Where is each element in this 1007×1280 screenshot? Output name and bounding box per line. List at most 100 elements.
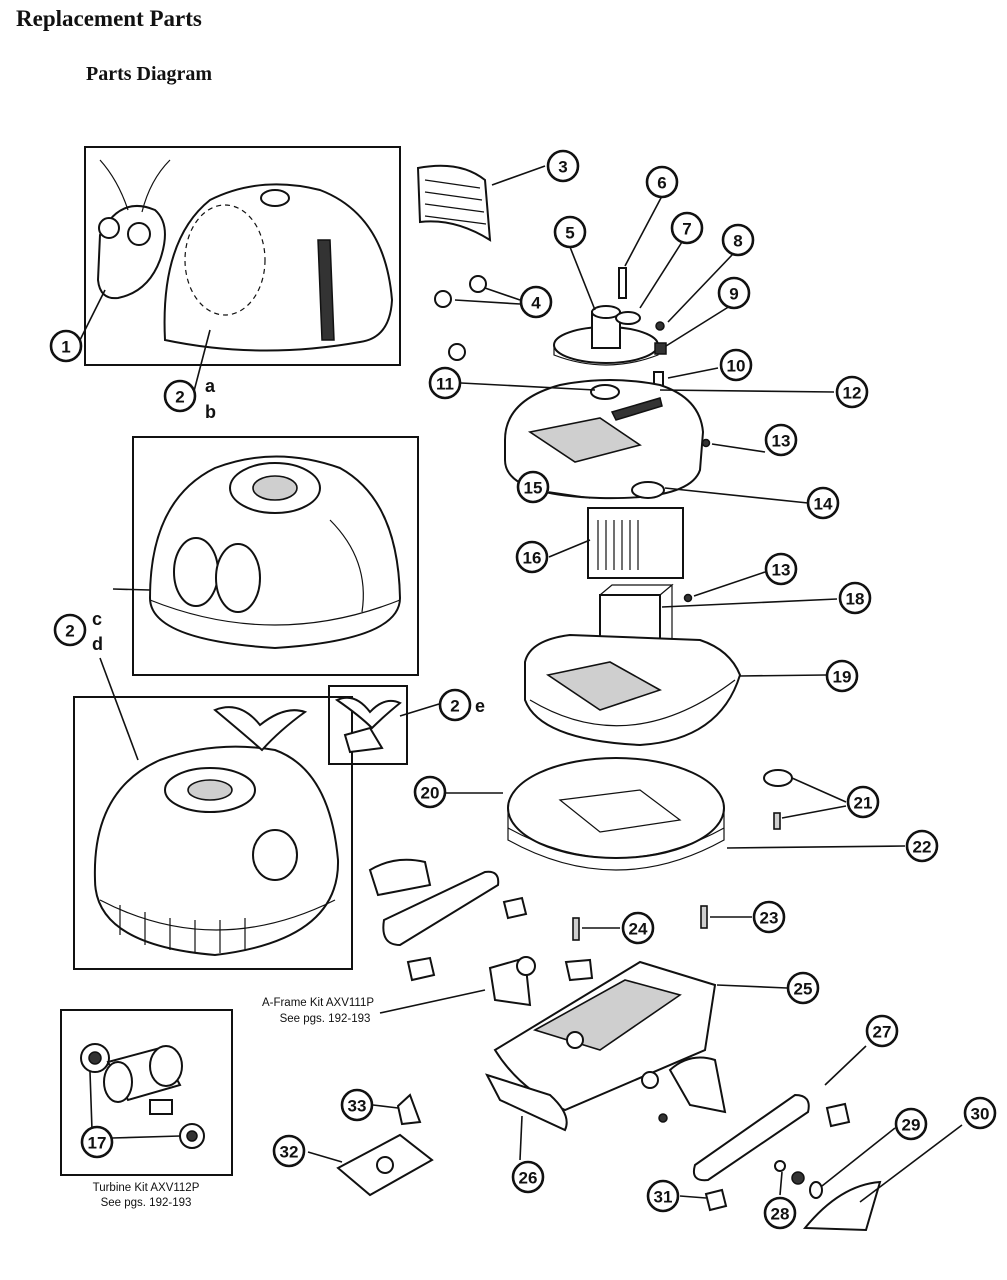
turbine-part bbox=[80, 1043, 205, 1149]
bug-face-part bbox=[96, 159, 171, 300]
callout-circle bbox=[835, 375, 869, 409]
callout-3: 3 bbox=[546, 149, 580, 183]
washer-21-part bbox=[763, 769, 793, 787]
fin-30-part bbox=[802, 1180, 882, 1232]
callout-circle bbox=[645, 165, 679, 199]
callout-28: 28 bbox=[763, 1196, 797, 1230]
callout-number: 17 bbox=[88, 1134, 107, 1153]
callout-circle bbox=[546, 149, 580, 183]
nut-28-part bbox=[791, 1171, 805, 1185]
callout-circle bbox=[865, 1014, 899, 1048]
bug-body-box bbox=[84, 146, 401, 366]
callout-circle bbox=[80, 1125, 114, 1159]
clip-33-part bbox=[396, 1093, 422, 1126]
eye-knobs-part bbox=[434, 275, 487, 361]
callout-circle bbox=[340, 1088, 374, 1122]
callout-number: 14 bbox=[814, 495, 833, 514]
callout-number: 16 bbox=[523, 549, 542, 568]
left-track-part bbox=[368, 858, 528, 982]
callout-number: 31 bbox=[654, 1188, 673, 1207]
callout-30: 30 bbox=[963, 1096, 997, 1130]
screw-13b-part bbox=[683, 593, 693, 603]
callout-circle bbox=[516, 470, 550, 504]
callout-31: 31 bbox=[646, 1179, 680, 1213]
aframe-kit-label: A-Frame Kit AXV111P bbox=[262, 997, 374, 1009]
callout-20: 20 bbox=[413, 775, 447, 809]
callout-number: 10 bbox=[727, 357, 746, 376]
whale-tail-part bbox=[334, 696, 402, 754]
callout-12: 12 bbox=[835, 375, 869, 409]
callout-number: 8 bbox=[733, 232, 742, 251]
callout-27: 27 bbox=[865, 1014, 899, 1048]
callout-circle bbox=[438, 688, 472, 722]
callout-circle bbox=[670, 211, 704, 245]
turbine-kit-label: Turbine Kit AXV112P bbox=[93, 1182, 200, 1194]
callout-33: 33 bbox=[340, 1088, 374, 1122]
callout-circle bbox=[764, 552, 798, 586]
leader-lines bbox=[79, 165, 963, 1203]
callout-number: 11 bbox=[436, 375, 454, 394]
callout-16: 16 bbox=[515, 540, 549, 574]
callout-number: 18 bbox=[846, 590, 865, 609]
callout-circle bbox=[163, 379, 197, 413]
callout-number: 33 bbox=[348, 1097, 367, 1116]
callout-14: 14 bbox=[806, 486, 840, 520]
callout-number: 15 bbox=[524, 479, 543, 498]
callout-number: 23 bbox=[760, 909, 779, 928]
callout-number: 12 bbox=[843, 384, 862, 403]
frog-shell-part bbox=[148, 455, 402, 650]
callout-24: 24 bbox=[621, 911, 655, 945]
callout-number: 32 bbox=[280, 1143, 299, 1162]
callout-26: 26 bbox=[511, 1160, 545, 1194]
base-part bbox=[507, 757, 725, 871]
callout-circle bbox=[717, 276, 751, 310]
callout-number: 30 bbox=[971, 1105, 990, 1124]
callout-number: 6 bbox=[657, 174, 666, 193]
callout-2-extra-1: 2 bbox=[53, 613, 87, 647]
callout-number: 2 bbox=[175, 388, 184, 407]
callout-number: 22 bbox=[913, 838, 932, 857]
letter-d: d bbox=[92, 634, 103, 654]
letter-b: b bbox=[205, 402, 216, 422]
screw-23-part bbox=[700, 905, 708, 929]
motor-part bbox=[587, 481, 684, 579]
callout-10: 10 bbox=[719, 348, 753, 382]
callout-circle bbox=[272, 1134, 306, 1168]
page-subtitle: Parts Diagram bbox=[86, 63, 213, 85]
skid-26-part bbox=[484, 1073, 568, 1132]
turbine-kit-box bbox=[60, 1009, 233, 1176]
callout-number: 4 bbox=[531, 294, 541, 313]
letter-a: a bbox=[205, 376, 216, 396]
letter-e: e bbox=[475, 696, 485, 716]
bolt-21-part bbox=[773, 812, 781, 830]
callout-circle bbox=[646, 1179, 680, 1213]
cap-29-part bbox=[809, 1181, 823, 1199]
whale-shell-part bbox=[93, 706, 340, 957]
callout-11: 11 bbox=[428, 366, 462, 400]
callout-circle bbox=[905, 829, 939, 863]
washer-28-part bbox=[774, 1160, 786, 1172]
callout-9: 9 bbox=[717, 276, 751, 310]
callout-number: 7 bbox=[682, 220, 691, 239]
callout-number: 29 bbox=[902, 1116, 921, 1135]
callout-circle bbox=[719, 348, 753, 382]
callout-number: 13 bbox=[772, 561, 791, 580]
callout-number: 28 bbox=[771, 1205, 790, 1224]
callout-circle bbox=[786, 971, 820, 1005]
callout-6: 6 bbox=[645, 165, 679, 199]
callout-number: 2 bbox=[65, 622, 74, 641]
callout-circle bbox=[511, 1160, 545, 1194]
callout-number: 27 bbox=[873, 1023, 892, 1042]
right-track-part bbox=[641, 1056, 851, 1182]
callout-number: 26 bbox=[519, 1169, 538, 1188]
callout-circle bbox=[53, 613, 87, 647]
turbine-kit-pages: See pgs. 192-193 bbox=[101, 1197, 192, 1209]
callout-circle bbox=[515, 540, 549, 574]
screw-13a-part bbox=[701, 438, 711, 448]
callout-number: 19 bbox=[833, 668, 852, 687]
callout-circle bbox=[894, 1107, 928, 1141]
screw-8-part bbox=[655, 321, 665, 331]
tail-box bbox=[328, 685, 408, 765]
callout-2: 2 bbox=[163, 379, 197, 413]
